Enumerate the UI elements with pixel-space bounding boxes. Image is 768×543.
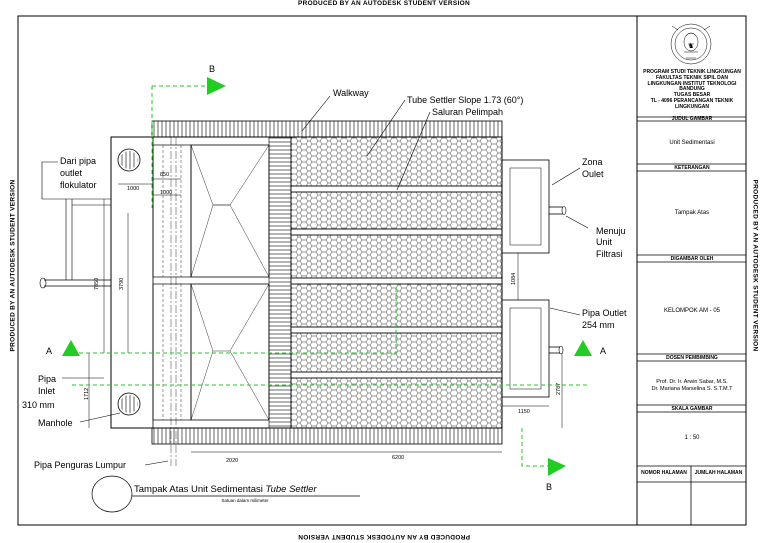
section-arrow-a-left (62, 340, 80, 356)
label-flokulator: flokulator (60, 180, 97, 190)
keterangan-header: KETERANGAN (674, 165, 710, 171)
skala-header: SKALA GAMBAR (671, 406, 713, 412)
section-line-b-top (151, 85, 208, 208)
dim-3790: 3790 (119, 278, 125, 290)
dosen-name-1: Prof. Dr. Ir. Arwin Sabar, M.S. (656, 379, 728, 385)
institution-logo: ♞ (670, 23, 712, 65)
label-tube-settler: Tube Settler Slope 1.73 (60°) (407, 95, 523, 105)
watermark-top: PRODUCED BY AN AUTODESK STUDENT VERSION (297, 0, 471, 7)
section-label-a-right: A (600, 346, 606, 356)
title-bubble (91, 475, 133, 513)
outlet-zone-top (501, 159, 550, 254)
label-saluran-pelimpah: Saluran Pelimpah (432, 107, 503, 117)
drawing-subtitle: Satuan dalam milimeter (221, 498, 269, 503)
dim-1000-a: 1000 (127, 186, 139, 192)
inlet-channel-bottom (152, 283, 192, 421)
section-label-b-top: B (209, 64, 215, 74)
label-oulet: Oulet (582, 169, 604, 179)
label-pipa-inlet-size: 310 mm (22, 400, 55, 410)
inlet-pipe-end (39, 277, 47, 289)
label-inlet: Inlet (38, 386, 56, 396)
label-pipa: Pipa (38, 374, 56, 384)
nomor-halaman-header: NOMOR HALAMAN (641, 470, 687, 476)
outlet-zone-bottom (501, 299, 550, 398)
label-manhole: Manhole (38, 418, 73, 428)
dim-6200: 6200 (392, 455, 404, 461)
drawing-title: Tampak Atas Unit Sedimentasi Tube Settle… (134, 484, 317, 495)
tube-settler-collector (268, 136, 292, 429)
section-arrow-b-top (207, 77, 226, 95)
dim-1000-b: 1000 (160, 190, 172, 196)
dim-2787: 2787 (556, 383, 562, 395)
section-arrow-a-right (574, 340, 592, 356)
label-walkway: Walkway (333, 88, 369, 98)
dim-850: 850 (160, 172, 169, 178)
institution-name: PROGRAM STUDI TEKNIK LINGKUNGAN FAKULTAS… (643, 69, 741, 93)
jumlah-halaman-header: JUMLAH HALAMAN (694, 470, 743, 476)
course-title: TUGAS BESAR (673, 92, 711, 98)
walkway-top (151, 120, 503, 138)
dim-2020: 2020 (226, 458, 238, 464)
dim-1150: 1150 (518, 409, 530, 415)
walkway-bottom (151, 427, 503, 445)
inlet-channel-top (152, 144, 192, 278)
label-unit: Unit (596, 237, 613, 247)
label-dari-pipa: Dari pipa (60, 156, 96, 166)
dim-1084: 1084 (511, 273, 517, 285)
section-label-a-left: A (46, 346, 52, 356)
dosen-header: DOSEN PEMBIMBING (666, 355, 718, 361)
sheet-border (17, 15, 747, 526)
digambar-value: KELOMPOK AM - 05 (663, 308, 721, 314)
judul-header: JUDUL GAMBAR (671, 116, 713, 122)
inlet-chamber (110, 136, 154, 429)
label-pipa-outlet-size: 254 mm (582, 320, 615, 330)
label-zona: Zona (582, 157, 603, 167)
section-line-b-bottom (521, 428, 548, 467)
label-menuju: Menuju (596, 226, 626, 236)
label-filtrasi: Filtrasi (596, 249, 623, 259)
judul-value: Unit Sedimentasi (669, 140, 715, 146)
keterangan-value: Tampak Atas (674, 210, 710, 216)
section-label-b-bottom: B (546, 482, 552, 492)
svg-text:♞: ♞ (688, 42, 694, 50)
label-pipa-outlet: Pipa Outlet (582, 308, 627, 318)
dim-1712: 1712 (84, 388, 90, 400)
dim-7850: 7850 (94, 278, 100, 290)
label-outlet: outlet (60, 168, 83, 178)
course-code: TL - 4096 PERANCANGAN TEKNIK LINGKUNGAN (650, 98, 734, 110)
sludge-hopper-top (190, 144, 270, 278)
dosen-name-2: Dr. Mariana Marselina S. S.T.M.T (651, 386, 733, 392)
digambar-header: DIGAMBAR OLEH (670, 256, 714, 262)
label-pipa-penguras: Pipa Penguras Lumpur (34, 460, 126, 470)
section-arrow-b-bottom (548, 458, 566, 476)
title-block (637, 116, 746, 525)
skala-value: 1 : 50 (684, 435, 700, 441)
section-line-a (72, 284, 590, 386)
